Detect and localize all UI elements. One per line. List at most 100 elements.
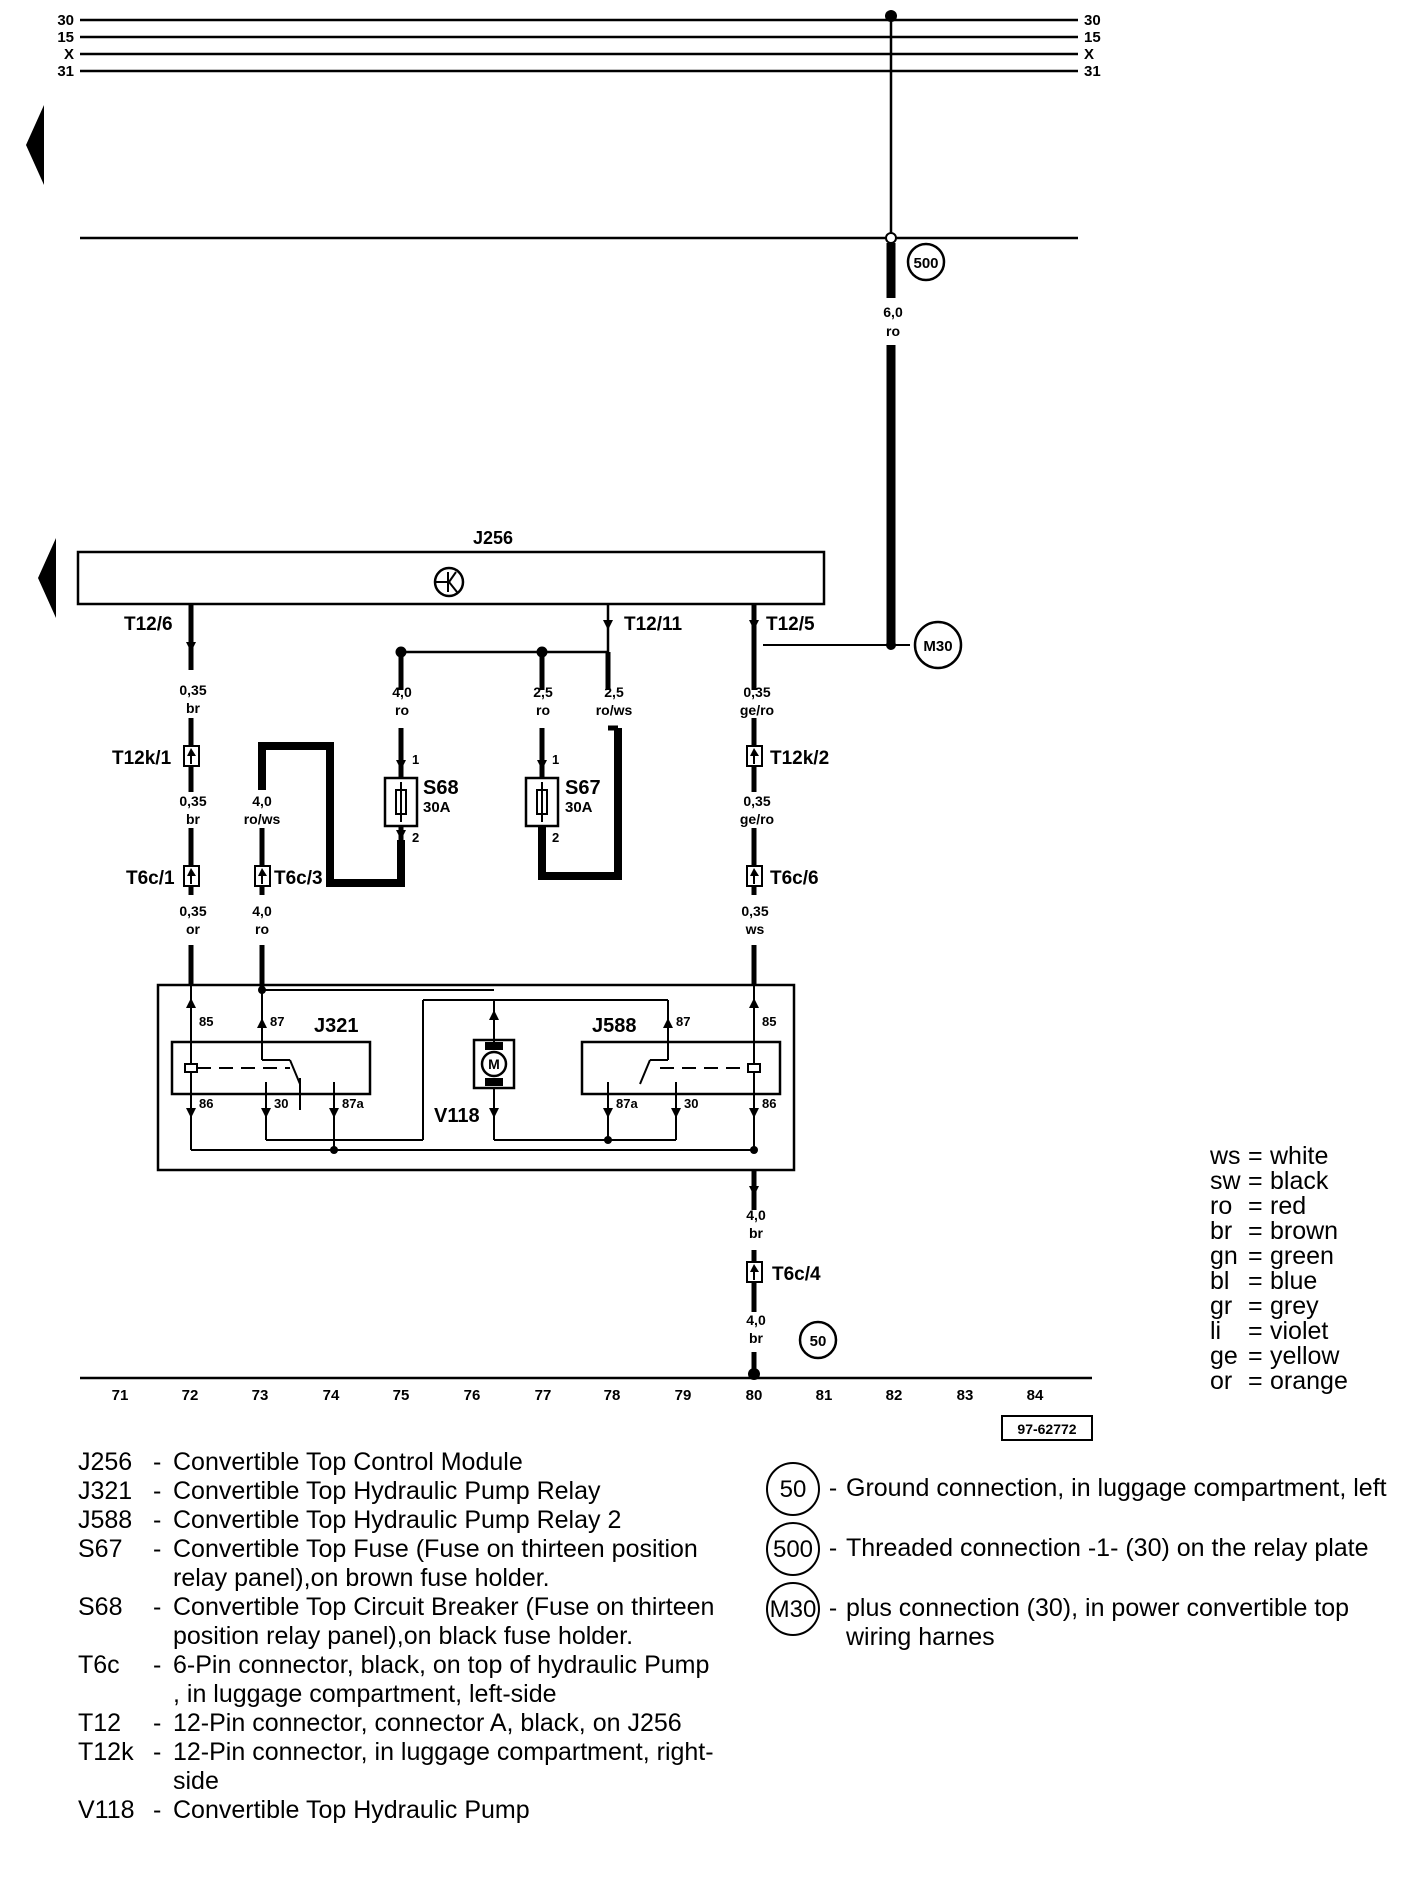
connector-t12-11: T12/11 <box>624 614 683 635</box>
legend-code: T6c <box>78 1651 120 1679</box>
wire-color-77: ro <box>536 702 550 718</box>
color-abbr: br <box>1210 1217 1233 1245</box>
scale-number: 79 <box>675 1387 692 1404</box>
equals-sign: = <box>1248 1317 1263 1345</box>
scale-number: 71 <box>112 1387 129 1404</box>
wire-color-73b: ro <box>255 921 269 937</box>
connector-symbol-t6c3 <box>254 865 271 887</box>
color-abbr: gr <box>1210 1292 1233 1320</box>
wire-color-80a: ge/ro <box>740 702 774 718</box>
wire-size-72c: 0,35 <box>179 903 206 919</box>
bus-label-30-right: 30 <box>1084 12 1101 29</box>
color-abbr: bl <box>1210 1267 1230 1295</box>
equals-sign: = <box>1248 1167 1263 1195</box>
point-symbol: M30 <box>766 1582 820 1636</box>
legend-desc: 12-Pin connector, in luggage compartment… <box>173 1738 714 1795</box>
legend-item: S67-Convertible Top Fuse (Fuse on thirte… <box>78 1535 718 1593</box>
color-name: brown <box>1270 1217 1339 1245</box>
j256-module <box>76 550 826 606</box>
j588-pin-30: 30 <box>684 1096 698 1111</box>
s68-pin-2: 2 <box>412 830 419 845</box>
j321-pin-86: 86 <box>199 1096 213 1111</box>
s68-pin-1: 1 <box>412 752 419 767</box>
wire-color-73a: ro/ws <box>244 811 281 827</box>
wire-color-78: ro/ws <box>596 702 633 718</box>
j588-label: J588 <box>592 1015 637 1037</box>
wire-color-80d: br <box>749 1225 764 1241</box>
wire-size-80e: 4,0 <box>746 1312 766 1328</box>
color-abbr: ws <box>1210 1142 1241 1170</box>
wire-color-500: ro <box>886 323 900 339</box>
j588-pin-87a: 87a <box>616 1096 638 1111</box>
connector-t12-5: T12/5 <box>766 614 815 635</box>
wire-size-77: 2,5 <box>533 684 553 700</box>
module-left-arrow-icon <box>38 538 56 618</box>
fuse-s68 <box>383 776 419 828</box>
power-bus <box>80 18 1078 240</box>
bus-label-31-left: 31 <box>57 63 74 80</box>
j321-pin-85: 85 <box>199 1014 213 1029</box>
legend-desc: Convertible Top Hydraulic Pump <box>173 1796 530 1824</box>
wire-size-80b: 0,35 <box>743 793 770 809</box>
legend-item: T12-12-Pin connector, connector A, black… <box>78 1709 718 1738</box>
color-abbr: sw <box>1210 1167 1241 1195</box>
v118-label: V118 <box>434 1105 480 1127</box>
legend-item: J256-Convertible Top Control Module <box>78 1448 718 1477</box>
legend-code: V118 <box>78 1796 135 1824</box>
color-code-row: ge=yellow <box>1210 1344 1348 1369</box>
legend-code: S67 <box>78 1535 123 1563</box>
color-abbr: ro <box>1210 1192 1233 1220</box>
legend-desc: 6-Pin connector, black, on top of hydrau… <box>173 1651 710 1708</box>
bus-label-x-left: X <box>64 46 74 63</box>
svg-text:97-62772: 97-62772 <box>1017 1421 1076 1437</box>
connector-symbol-t12k1 <box>183 745 200 767</box>
wire-size-73b: 4,0 <box>252 903 272 919</box>
connection-point-legend: 50-Ground connection, in luggage compart… <box>766 1462 1396 1658</box>
legend-desc: Convertible Top Hydraulic Pump Relay 2 <box>173 1506 622 1534</box>
legend-item: J588-Convertible Top Hydraulic Pump Rela… <box>78 1506 718 1535</box>
wire-size-500: 6,0 <box>883 304 903 320</box>
wire-color-72c: or <box>186 921 201 937</box>
equals-sign: = <box>1248 1267 1263 1295</box>
pump-v118 <box>422 999 668 1141</box>
equals-sign: = <box>1248 1242 1263 1270</box>
svg-text:500: 500 <box>913 255 938 272</box>
j256-label: J256 <box>473 528 513 548</box>
legend-dash: - <box>153 1796 162 1824</box>
connector-t12k-2: T12k/2 <box>770 748 829 769</box>
legend-code: T12k <box>78 1738 134 1766</box>
wire-color-72a: br <box>186 700 201 716</box>
plus-point-m30: M30 <box>913 620 963 670</box>
s68-label: S68 <box>423 777 459 799</box>
connector-symbol-t6c4 <box>746 1261 763 1283</box>
svg-text:M: M <box>488 1056 500 1072</box>
color-name: yellow <box>1270 1342 1340 1370</box>
ground-point-500: 500 <box>906 242 946 282</box>
connector-t6c-4: T6c/4 <box>772 1264 821 1285</box>
bus-label-15-left: 15 <box>57 29 74 46</box>
equals-sign: = <box>1248 1217 1263 1245</box>
wire-size-80a: 0,35 <box>743 684 770 700</box>
wire-73 <box>258 742 405 988</box>
wire-size-72b: 0,35 <box>179 793 206 809</box>
wire-color-72b: br <box>186 811 201 827</box>
scale-number: 78 <box>604 1387 621 1404</box>
legend-dash: - <box>828 1534 838 1562</box>
color-code-row: br =brown <box>1210 1219 1348 1244</box>
color-name: orange <box>1270 1367 1348 1395</box>
s67-label: S67 <box>565 777 601 799</box>
j588-pin-86: 86 <box>762 1096 776 1111</box>
legend-item: T6c-6-Pin connector, black, on top of hy… <box>78 1651 718 1709</box>
fuse-s67 <box>524 776 560 828</box>
legend-item: S68-Convertible Top Circuit Breaker (Fus… <box>78 1593 718 1651</box>
s67-pin-2: 2 <box>552 830 559 845</box>
color-name: green <box>1270 1242 1334 1270</box>
j588-pin-85: 85 <box>762 1014 776 1029</box>
relay-j588 <box>580 985 782 1154</box>
bus-label-x-right: X <box>1084 46 1094 63</box>
supply-wire-82 <box>763 10 910 650</box>
color-name: blue <box>1270 1267 1318 1295</box>
